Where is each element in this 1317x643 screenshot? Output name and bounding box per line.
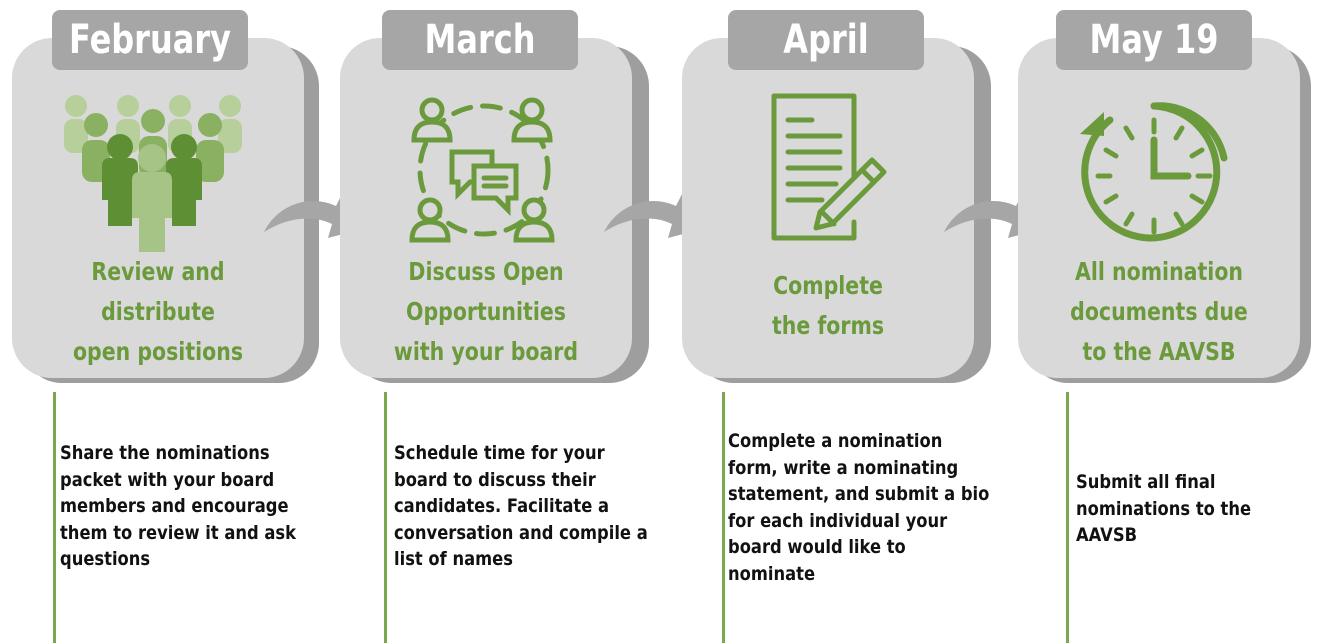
timeline-connector [722,392,725,643]
timeline-connector [53,392,56,643]
step-description-may: Submit all final nominations to the AAVS… [1076,469,1282,549]
description-line: conversation and compile a [394,521,648,544]
month-tab-march: March [382,10,578,70]
description-line: form, write a nominating [728,456,959,479]
step-card-march [340,38,632,378]
timeline-connector [1066,392,1069,643]
title-line: All nomination [1074,257,1244,286]
month-tab-february: February [52,10,248,70]
description-line: Schedule time for your [394,442,605,464]
month-label: April [783,17,869,63]
title-line: with your board [393,337,579,366]
description-line: them to review it and ask [60,521,296,544]
step-title-march: Discuss Open Opportunities with your boa… [366,252,605,372]
description-line: Complete a nomination [728,430,943,452]
month-tab-may: May 19 [1056,10,1252,70]
timeline-connector [384,392,387,643]
clock-icon [1080,102,1228,242]
description-line: board would like to [728,536,906,558]
month-label: March [424,17,536,63]
step-title-may: All nomination documents due to the AAVS… [1043,252,1274,372]
title-line: documents due [1070,297,1248,326]
title-line: open positions [72,337,244,366]
description-line: Submit all final [1076,471,1216,493]
description-line: list of names [394,548,513,570]
description-line: members and encourage [60,495,289,517]
step-title-february: Review and distribute open positions [38,252,277,372]
arrow-right-icon [604,194,706,238]
month-label: February [69,17,231,63]
step-description-april: Complete a nomination form, write a nomi… [728,428,1003,587]
title-line: Discuss Open [408,257,564,286]
title-line: distribute [101,297,215,326]
title-line: the forms [771,311,885,340]
document-pencil-icon [771,93,887,241]
people-group-icon [64,95,242,252]
description-line: AAVSB [1076,524,1138,546]
description-line: questions [60,548,151,570]
title-line: Opportunities [406,297,566,326]
description-line: board to discuss their [394,468,596,491]
discussion-circle-icon [409,97,555,243]
description-line: packet with your board [60,468,275,491]
step-title-april: Complete the forms [708,266,947,346]
description-line: candidates. Facilitate a [394,495,610,517]
description-line: for each individual your [728,509,948,532]
title-line: to the AAVSB [1082,337,1236,366]
description-line: nominations to the [1076,497,1252,520]
description-line: Share the nominations [60,442,270,464]
step-card-may [1018,38,1300,378]
step-description-march: Schedule time for your board to discuss … [394,440,652,573]
title-line: Review and [91,257,225,286]
month-label: May 19 [1089,17,1219,63]
description-line: statement, and submit a bio [728,483,990,505]
title-line: Complete [773,271,883,300]
month-tab-april: April [728,10,924,70]
step-description-february: Share the nominations packet with your b… [60,440,318,573]
description-line: nominate [728,562,816,585]
